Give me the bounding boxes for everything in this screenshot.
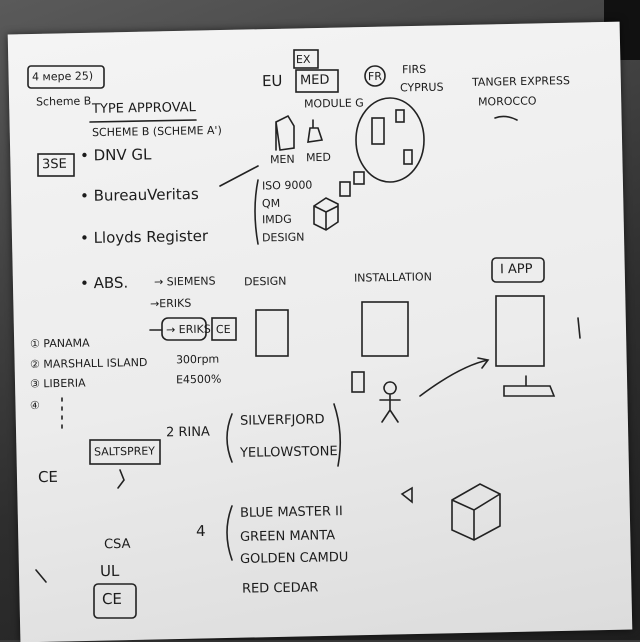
- flag-1: ① PANAMA: [29, 336, 90, 351]
- morocco-label: MOROCCO: [477, 94, 537, 109]
- flag-4: ④: [29, 398, 40, 413]
- iso-1: ISO 9000: [261, 178, 313, 193]
- iso-4: DESIGN: [261, 230, 305, 245]
- stage-design: DESIGN: [243, 274, 287, 289]
- bracket-iso: [254, 179, 259, 245]
- design-panel: [255, 309, 289, 357]
- scheme-label: SCHEME B (SCHEME A'): [91, 123, 222, 140]
- fleet-ellipse: [355, 97, 425, 183]
- ce-left: CE: [37, 467, 59, 487]
- society-abs: • ABS.: [79, 273, 129, 293]
- header-box: [27, 65, 105, 89]
- society-dnv: • DNV GL: [79, 145, 152, 165]
- flag-circle-label: FR: [367, 69, 383, 84]
- ce-small-box: [211, 317, 237, 341]
- type-approval-title: TYPE APPROVAL: [91, 100, 196, 117]
- med-top: EX: [295, 52, 311, 67]
- saltsprey-label: SALTSPREY: [93, 444, 156, 459]
- med-box: [295, 69, 339, 93]
- flag-2: ② MARSHALL ISLAND: [29, 355, 148, 372]
- rina-item-2: YELLOWSTONE: [239, 444, 338, 461]
- module-label: MODULE G: [303, 96, 364, 111]
- eriks-box: [161, 317, 207, 341]
- connector: [219, 165, 259, 187]
- eu-label: EU: [261, 71, 283, 91]
- header-label: 4 мере 25): [31, 69, 94, 84]
- men-label: MEN: [269, 152, 295, 167]
- rina-bracket-right: [333, 403, 342, 467]
- society-bv: • BureauVeritas: [79, 184, 199, 206]
- rina-bracket: [226, 413, 233, 463]
- med-label: MED: [299, 72, 330, 89]
- curve-arrow: [419, 357, 490, 397]
- society-badge: 3SE: [41, 156, 67, 173]
- flag-circle: [364, 65, 386, 87]
- rina-item-1: SILVERFJORD: [239, 412, 325, 429]
- saltsprey-box: [89, 439, 161, 465]
- society-lr: • Lloyds Register: [79, 226, 209, 248]
- stage-installation: INSTALLATION: [353, 270, 432, 285]
- list4-label: 4: [195, 521, 206, 541]
- tanger-label: TANGER EXPRESS: [471, 74, 571, 89]
- stage-app: I APP: [499, 261, 533, 278]
- cyprus-label: CYPRUS: [399, 80, 444, 95]
- rina-label: 2 RINA: [165, 424, 211, 441]
- abs-eriks: →ERIKS: [149, 296, 192, 311]
- app-base: [503, 375, 556, 397]
- csa-label: CSA: [103, 536, 131, 553]
- cube-large: [451, 483, 501, 541]
- flag-3: ③ LIBERIA: [29, 376, 86, 391]
- list4-tail: RED CEDAR: [241, 580, 319, 597]
- stat-e: E4500%: [175, 372, 222, 387]
- med-top-box: [293, 49, 319, 69]
- ce-box-frame: [93, 583, 137, 619]
- install-panel: [361, 301, 409, 357]
- app-box: [491, 257, 545, 283]
- ce-box-label: CE: [101, 589, 123, 609]
- abs-ce: CE: [215, 322, 231, 337]
- title-underline: [89, 119, 197, 123]
- header-sub: Scheme B: [35, 94, 92, 109]
- stick-figure: [379, 381, 401, 423]
- list4-item-2: GREEN MANTA: [239, 528, 336, 545]
- med-device: [307, 119, 324, 143]
- firs-label: FIRS: [401, 62, 427, 77]
- ul-label: UL: [99, 561, 120, 581]
- med-small-label: MED: [305, 150, 332, 165]
- iso-2: QM: [261, 196, 281, 211]
- abs-eriks-box: → ERIKS: [165, 322, 211, 337]
- list4-item-3: GOLDEN CAMDU: [239, 550, 349, 567]
- iso-cube: [313, 197, 339, 231]
- wave: [494, 115, 518, 121]
- iso-3: IMDG: [261, 212, 292, 227]
- stat-rpm: 300rpm: [175, 352, 220, 367]
- society-badge-box: [37, 153, 75, 177]
- list4-bracket: [226, 505, 233, 561]
- men-cube: [275, 114, 295, 151]
- list4-item-1: BLUE MASTER II: [239, 504, 343, 521]
- abs-siemens: → SIEMENS: [153, 274, 216, 289]
- app-panel: [495, 295, 545, 367]
